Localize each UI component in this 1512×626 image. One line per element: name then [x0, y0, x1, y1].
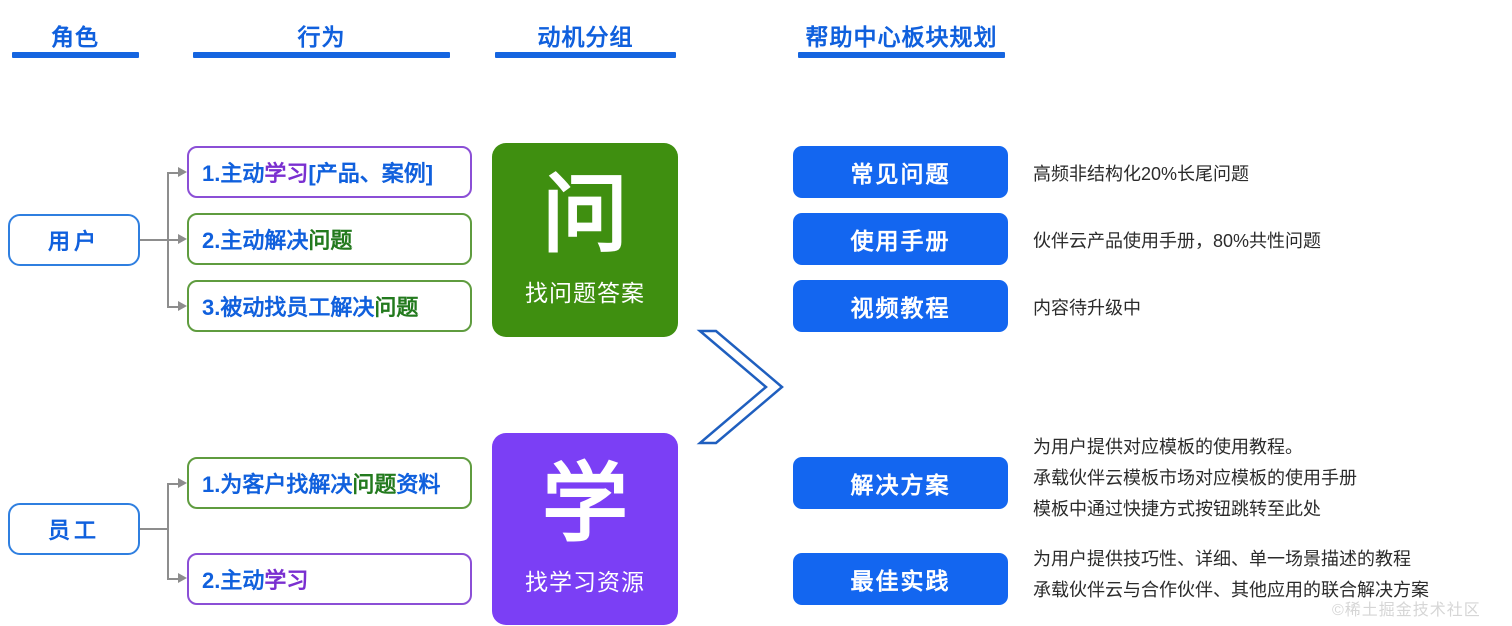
plan-button-bestpractice[interactable]: 最佳实践 — [793, 553, 1008, 605]
behavior-text-segment: 学习 — [264, 568, 309, 593]
behavior-text-segment: 问题 — [308, 228, 353, 253]
column-header-role: 角色 — [51, 24, 99, 50]
connector-staff-branch-1 — [167, 483, 180, 485]
plan-desc-bestpractice: 为用户提供技巧性、详细、单一场景描述的教程 承载伙伴云与合作伙伴、其他应用的联合… — [1033, 549, 1429, 600]
connector-user-stem — [140, 239, 168, 241]
connector-staff-spine — [167, 483, 169, 579]
connector-staff-branch-2 — [167, 578, 180, 580]
watermark: ©稀土掘金技术社区 — [1332, 602, 1481, 619]
motive-tile-ask[interactable]: 问 找问题答案 — [492, 143, 678, 337]
plan-button-faq[interactable]: 常见问题 — [793, 146, 1008, 198]
behavior-box-user-3[interactable]: 3.被动找员工解决问题 — [187, 280, 472, 332]
arrow-staff-branch-1 — [178, 478, 187, 488]
plan-desc-solution: 为用户提供对应模板的使用教程。 承载伙伴云模板市场对应模板的使用手册 模板中通过… — [1033, 437, 1357, 519]
behavior-text-segment: 1.主动 — [202, 161, 265, 186]
behavior-text-segment: 1.为客户找解决 — [202, 472, 353, 497]
behavior-box-staff-1[interactable]: 1.为客户找解决问题资料 — [187, 457, 472, 509]
plan-desc-video: 内容待升级中 — [1033, 298, 1141, 318]
motive-glyph-learn: 学 — [542, 456, 628, 552]
plan-button-video[interactable]: 视频教程 — [793, 280, 1008, 332]
motive-caption-learn: 找学习资源 — [525, 569, 645, 595]
behavior-text-segment: 学习 — [264, 161, 309, 186]
plan-desc-faq: 高频非结构化20%长尾问题 — [1033, 164, 1250, 184]
motive-glyph-ask: 问 — [542, 167, 628, 263]
plan-button-manual[interactable]: 使用手册 — [793, 213, 1008, 265]
column-rule-behavior — [193, 52, 450, 58]
column-rule-plan — [798, 52, 1005, 58]
behavior-text-segment: 问题 — [374, 295, 419, 320]
arrow-user-branch-3 — [178, 301, 187, 311]
motive-caption-ask: 找问题答案 — [525, 280, 645, 306]
arrow-staff-branch-2 — [178, 573, 187, 583]
behavior-box-staff-2[interactable]: 2.主动学习 — [187, 553, 472, 605]
behavior-box-user-1[interactable]: 1.主动学习[产品、案例] — [187, 146, 472, 198]
role-box-user[interactable]: 用户 — [8, 214, 140, 266]
behavior-text-segment: 2.主动 — [202, 568, 265, 593]
role-box-staff[interactable]: 员工 — [8, 503, 140, 555]
plan-desc-manual: 伙伴云产品使用手册，80%共性问题 — [1033, 231, 1322, 251]
column-header-behavior: 行为 — [297, 24, 346, 50]
column-header-motive: 动机分组 — [537, 24, 634, 50]
column-rule-role — [12, 52, 139, 58]
column-header-plan: 帮助中心板块规划 — [805, 24, 998, 50]
motive-tile-learn[interactable]: 学 找学习资源 — [492, 433, 678, 625]
behavior-text-segment: 3.被动找员工解决 — [202, 295, 375, 320]
connector-user-branch-3 — [167, 306, 180, 308]
connector-user-branch-2 — [167, 239, 180, 241]
chevron-right-icon — [694, 325, 784, 450]
behavior-text-segment: [产品、案例] — [308, 161, 434, 186]
behavior-text-segment: 资料 — [396, 472, 441, 497]
arrow-user-branch-2 — [178, 234, 187, 244]
connector-staff-stem — [140, 528, 168, 530]
arrow-user-branch-1 — [178, 167, 187, 177]
connector-user-branch-1 — [167, 172, 180, 174]
column-rule-motive — [495, 52, 676, 58]
behavior-text-segment: 2.主动解决 — [202, 228, 309, 253]
behavior-box-user-2[interactable]: 2.主动解决问题 — [187, 213, 472, 265]
plan-button-solution[interactable]: 解决方案 — [793, 457, 1008, 509]
behavior-text-segment: 问题 — [352, 472, 397, 497]
